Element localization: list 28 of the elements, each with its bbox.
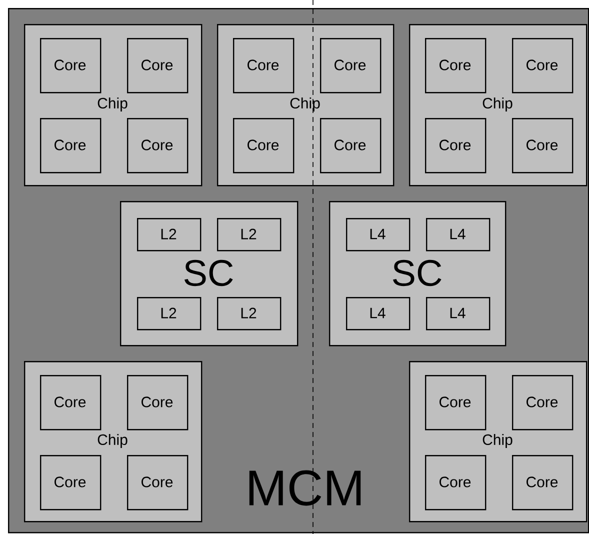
core-box: Core: [425, 118, 486, 174]
cache-box: L2: [217, 297, 282, 330]
core-box: Core: [425, 454, 486, 510]
core-box: Core: [512, 454, 574, 510]
core-box: Core: [40, 118, 102, 174]
core-box: Core: [425, 374, 486, 430]
core-box: Core: [512, 118, 574, 174]
cache-box: L2: [137, 297, 202, 330]
core-box: Core: [512, 374, 574, 430]
cache-box: L2: [137, 218, 202, 252]
core-box: Core: [40, 374, 102, 430]
cache-box: L4: [426, 218, 490, 252]
core-box: Core: [40, 38, 102, 94]
core-box: Core: [425, 38, 486, 94]
core-box: Core: [127, 454, 188, 510]
cache-box: L4: [426, 297, 490, 330]
core-box: Core: [512, 38, 574, 94]
core-box: Core: [320, 118, 382, 174]
cache-box: L4: [346, 218, 410, 252]
core-box: Core: [320, 38, 382, 94]
core-box: Core: [127, 118, 188, 174]
cache-box: L2: [217, 218, 282, 252]
core-box: Core: [40, 454, 102, 510]
core-box: Core: [127, 374, 188, 430]
core-box: Core: [127, 38, 188, 94]
core-box: Core: [233, 118, 294, 174]
cache-box: L4: [346, 297, 410, 330]
core-box: Core: [233, 38, 294, 94]
